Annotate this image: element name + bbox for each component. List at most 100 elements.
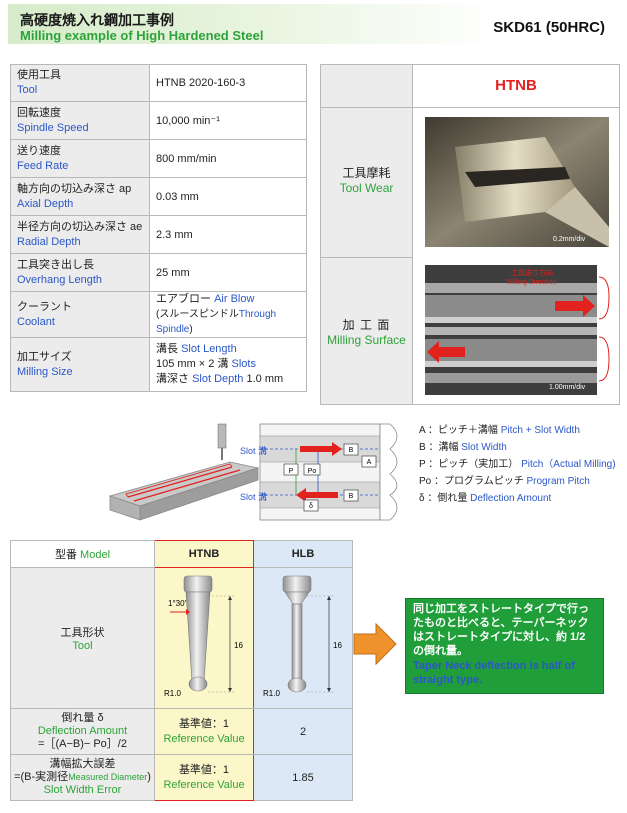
error-label-jp: 溝幅拡大誤差	[49, 758, 116, 770]
condition-label-en: Axial Depth	[17, 197, 74, 210]
material-label: SKD61 (50HRC)	[493, 19, 605, 36]
tool-wear-image: 0.2mm/div	[425, 117, 609, 247]
milling-size-row: 加工サイズ Milling Size 溝長 Slot Length 105 mm …	[10, 337, 307, 392]
condition-value: 0.03 mm	[149, 177, 307, 216]
legend-jp: ：溝幅	[428, 442, 459, 453]
milling-surface-en: Milling Surface	[327, 333, 406, 347]
legend-item: B ：溝幅 Slot Width	[419, 439, 616, 456]
slot-length-en: Slot Length	[181, 343, 237, 355]
condition-label-jp: 使用工具	[17, 69, 61, 81]
deflection-formula: =［(A−B)− Po］/2	[38, 738, 127, 750]
legend-key: P	[419, 459, 426, 470]
marker-po: Po	[308, 468, 317, 475]
slot-label-lower: Slot 溝	[240, 491, 267, 502]
legend-jp: ：ピッチ＋溝幅	[427, 425, 498, 436]
slot-depth-en: Slot Depth	[192, 373, 244, 385]
surface-scale-label: 1.00mm/div	[549, 384, 586, 391]
hlb-tool-drawing: 16 R1.0	[263, 575, 342, 698]
condition-value: 800 mm/min	[149, 139, 307, 178]
slot-count: 105 mm × 2 溝	[156, 358, 229, 370]
milling-surface-image: 工具送り方向 Milling Direction 1.00mm/div	[425, 265, 597, 395]
hlb-length: 16	[333, 641, 342, 650]
results-tool-name: HTNB	[413, 65, 619, 108]
milling-surface-jp: 加 工 面	[342, 318, 391, 332]
legend-item: P ：ピッチ（実加工） Pitch（Actual Milling)	[419, 456, 616, 473]
error-formula: =(B-実測径	[14, 771, 69, 783]
condition-value: 10,000 min⁻¹	[149, 101, 307, 140]
slot-label-upper: Slot 溝	[240, 445, 267, 456]
slot-bracket	[598, 276, 610, 382]
milling-diagram: P Po B A B δ Slot 溝 Slot 溝	[108, 423, 398, 521]
htnb-angle: 1°30′	[168, 599, 187, 608]
marker-delta: δ	[309, 503, 313, 510]
condition-label-jp: 軸方向の切込み深さ ap	[17, 182, 132, 195]
condition-value: 2.3 mm	[149, 215, 307, 254]
condition-row: 使用工具 Tool HTNB 2020-160-3	[10, 64, 307, 102]
condition-label-jp: 送り速度	[17, 144, 61, 157]
legend-jp: ：倒れ量	[427, 493, 468, 504]
title-english: Milling example of High Hardened Steel	[20, 28, 264, 43]
tool-wear-label: 工具摩耗 Tool Wear	[321, 108, 413, 258]
legend-en: Deflection Amount	[470, 493, 552, 504]
slot-depth-jp: 溝深さ	[156, 373, 189, 385]
error-formula-close: )	[147, 771, 151, 783]
tool-wear-jp: 工具摩耗	[342, 166, 391, 180]
deflection-callout: 同じ加工をストレートタイプで行ったものと比べると、テーパーネックはストレートタイ…	[405, 598, 604, 694]
slot-length-jp: 溝長	[156, 343, 178, 355]
marker-b-upper: B	[349, 447, 354, 454]
coolant-label-en: Coolant	[17, 315, 55, 328]
coolant-through-en: Through Spindle	[156, 309, 277, 335]
coolant-label-jp: クーラント	[17, 300, 72, 313]
title-japanese: 高硬度焼入れ鋼加工事例	[20, 12, 174, 28]
tool1-name: HTNB	[154, 540, 254, 568]
condition-label-en: Tool	[17, 84, 38, 96]
marker-a: A	[367, 459, 372, 466]
condition-value: HTNB 2020-160-3	[149, 64, 307, 102]
deflection-label-jp: 倒れ量 δ	[61, 712, 104, 724]
direction-label-jp: 工具送り方向	[511, 268, 553, 277]
condition-label-en: Spindle Speed	[17, 121, 89, 134]
legend-item: δ ：倒れ量 Deflection Amount	[419, 490, 616, 507]
page-header: 高硬度焼入れ鋼加工事例 Milling example of High Hard…	[8, 4, 619, 44]
model-label-jp: 型番	[54, 549, 77, 561]
condition-value: 25 mm	[149, 253, 307, 292]
htnb-tool-drawing: 16 1°30′ R1.0	[164, 575, 243, 698]
legend-jp: ：ピッチ（実加工）	[428, 459, 519, 470]
condition-label-en: Feed Rate	[17, 159, 69, 172]
deflection-hlb-value: 2	[253, 708, 353, 755]
legend-en: Program Pitch	[526, 476, 590, 487]
slot-error-row: 溝幅拡大誤差=(B-実測径Measured Diameter)Slot Widt…	[10, 754, 353, 801]
legend-key: δ	[419, 493, 425, 504]
legend-key: B	[419, 442, 426, 453]
legend-item: A ：ピッチ＋溝幅 Pitch + Slot Width	[419, 422, 616, 439]
callout-jp: 同じ加工をストレートタイプで行ったものと比べると、テーパーネックはストレートタイ…	[413, 603, 589, 657]
condition-label-en: Overhang Length	[17, 273, 103, 286]
coolant-value-en: Air Blow	[214, 293, 255, 305]
condition-label-jp: 半径方向の切込み深さ ae	[17, 220, 143, 233]
arrow-right-icon	[353, 622, 397, 666]
error-ref-jp: 基準値：1	[178, 763, 230, 776]
wear-scale-label: 0.2mm/div	[553, 236, 586, 243]
condition-row: 工具突き出し長 Overhang Length 25 mm	[10, 253, 307, 292]
milling-size-label-jp: 加工サイズ	[17, 350, 72, 363]
deflection-ref-jp: 基準値：1	[178, 717, 230, 730]
condition-row: 送り速度 Feed Rate 800 mm/min	[10, 139, 307, 178]
milling-surface-photo: 工具送り方向 Milling Direction 1.00mm/div	[425, 265, 597, 395]
results-panel: HTNB 工具摩耗 Tool Wear 0.2mm/div 加 工	[320, 64, 620, 405]
milling-size-label-en: Milling Size	[17, 365, 73, 378]
deflection-label-en: Deflection Amount	[37, 725, 128, 737]
results-header-blank	[321, 65, 413, 108]
condition-label-jp: 工具突き出し長	[17, 258, 94, 271]
error-hlb-value: 1.85	[253, 754, 353, 801]
comparison-header-row: 型番 Model HTNB HLB	[10, 540, 353, 568]
coolant-value-jp: エアブロー	[156, 293, 211, 305]
callout-en: Taper Neck deflection is half of straigh…	[413, 660, 575, 686]
milling-surface-label: 加 工 面 Milling Surface	[321, 258, 413, 404]
diagram-legend: A ：ピッチ＋溝幅 Pitch + Slot Width B ：溝幅 Slot …	[419, 422, 616, 507]
legend-en: Slot Width	[461, 442, 507, 453]
tool-wear-photo: 0.2mm/div	[425, 117, 609, 247]
